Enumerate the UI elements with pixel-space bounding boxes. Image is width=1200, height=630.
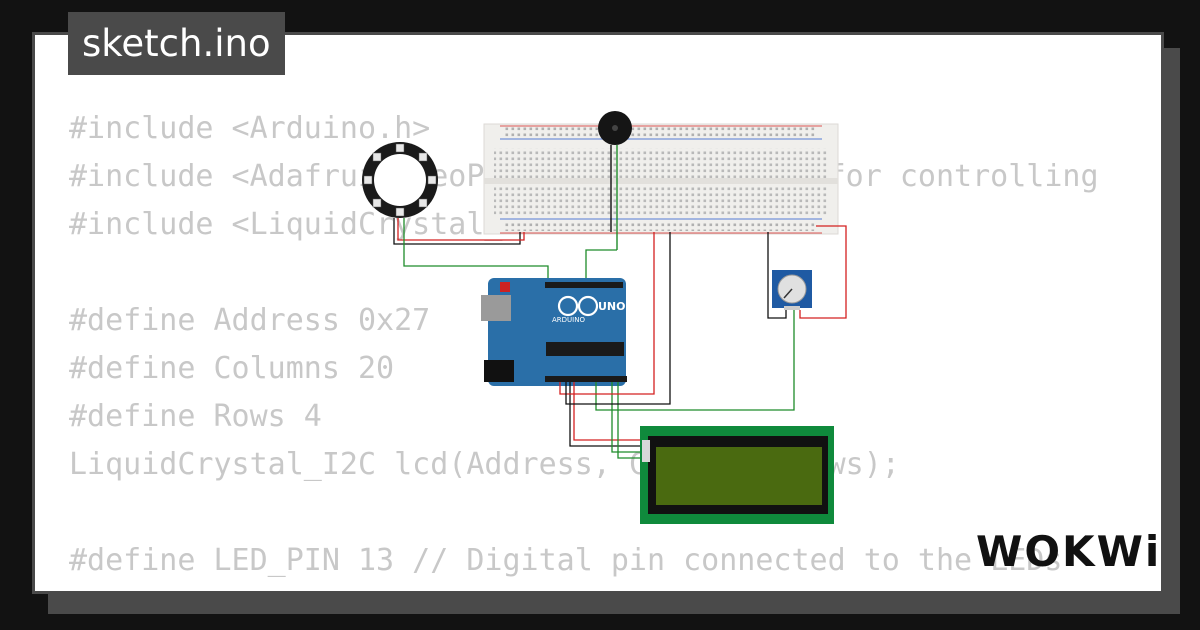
lcd-display	[640, 426, 834, 524]
code-line-6: #define Columns 20	[69, 351, 395, 386]
arduino-brand-label: ARDUINO	[552, 316, 585, 324]
arduino-uno-board: ARDUINO UNO	[481, 278, 627, 386]
code-line-7: #define Rows 4	[69, 399, 322, 434]
file-name-tab: sketch.ino	[68, 12, 285, 75]
potentiometer	[772, 270, 812, 310]
code-line-1: #include <Arduino.h>	[69, 111, 431, 146]
breadboard	[483, 123, 839, 235]
pot-wires	[767, 225, 847, 319]
buzzer	[598, 111, 632, 250]
wokwi-logo: WOKWi	[976, 527, 1162, 576]
neopixel-ring	[362, 142, 438, 218]
code-line-10: #define LED_PIN 13 // Digital pin connec…	[69, 543, 1063, 578]
arduino-wires	[559, 232, 795, 459]
arduino-model-label: UNO	[598, 300, 626, 313]
ring-wires	[393, 218, 549, 278]
code-line-5: #define Address 0x27	[69, 303, 431, 338]
